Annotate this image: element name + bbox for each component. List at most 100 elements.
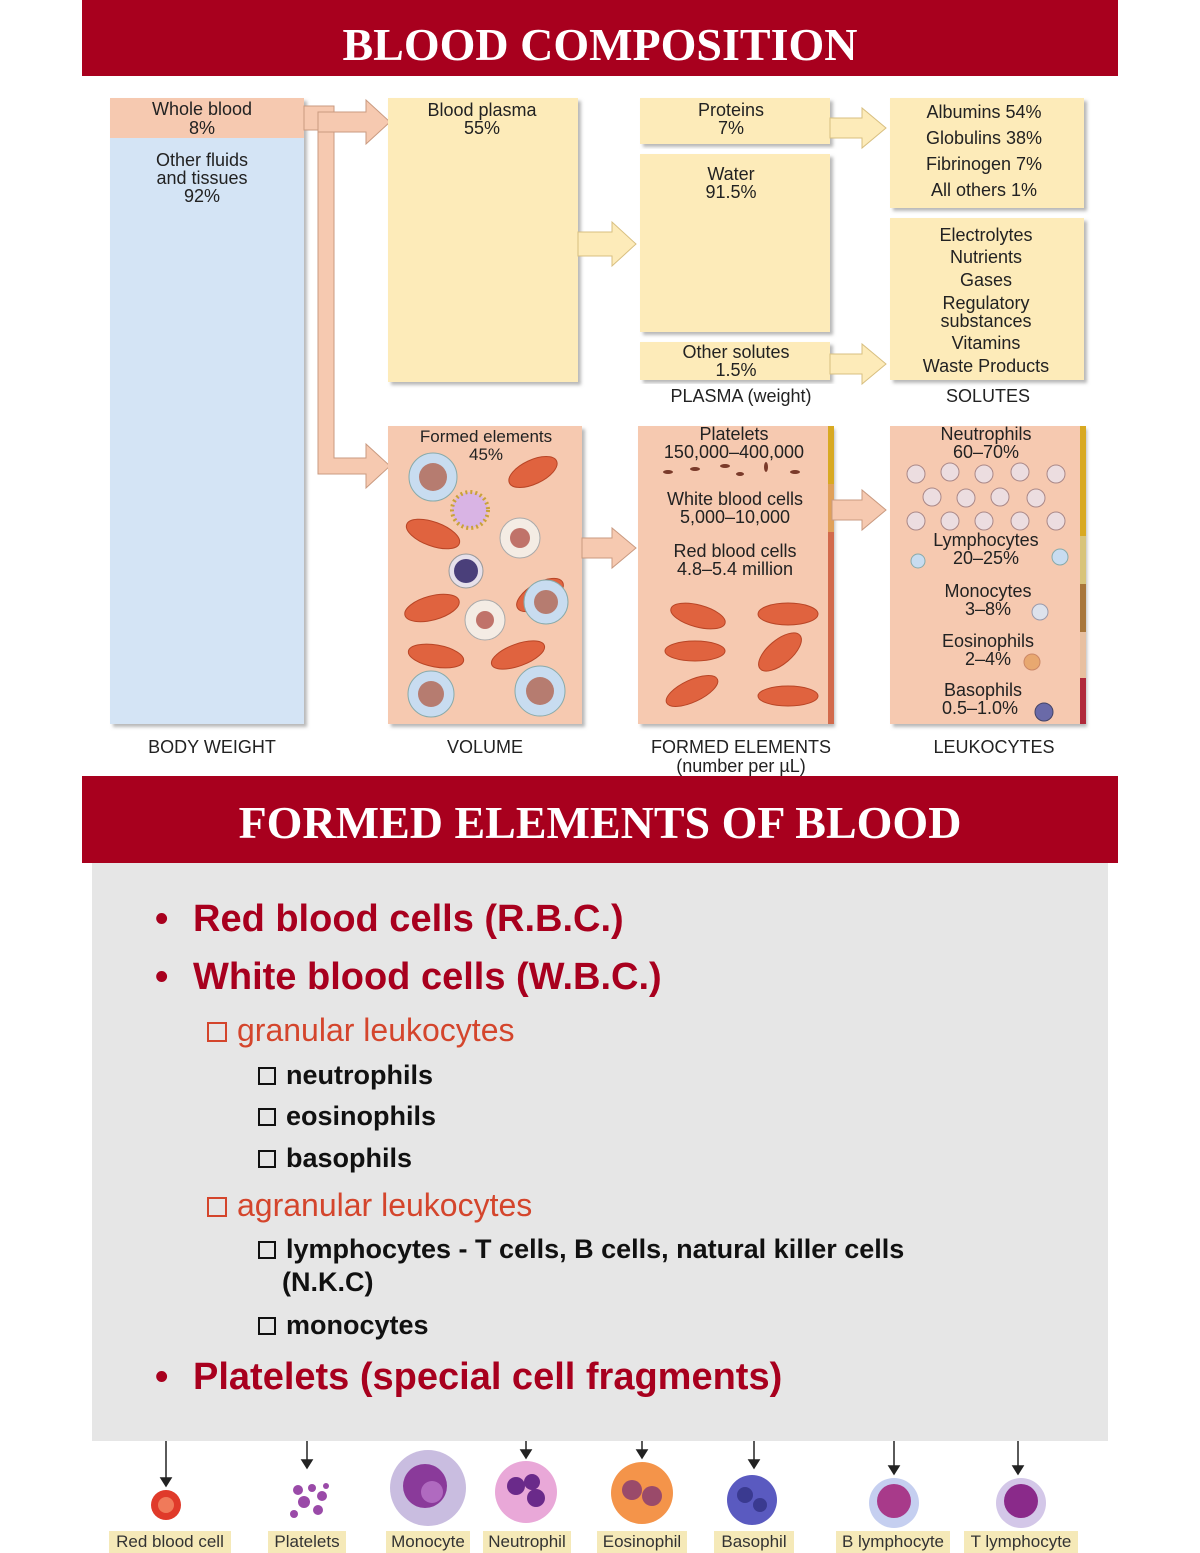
- platelets-label: Platelets: [699, 424, 768, 444]
- granular-text: granular leukocytes: [237, 1012, 515, 1048]
- list-item-wbc: •White blood cells (W.B.C.): [155, 956, 662, 999]
- eosinophil-icon: [611, 1462, 673, 1524]
- formed-elements-percent: 45%: [469, 445, 503, 464]
- list-item-eosinophils: eosinophils: [258, 1101, 436, 1132]
- basophils-label: Basophils: [944, 680, 1022, 700]
- title-formed-elements: FORMED ELEMENTS OF BLOOD: [82, 776, 1118, 863]
- regulatory-label: Regulatory: [942, 293, 1029, 313]
- all-others-label: All others 1%: [931, 180, 1037, 200]
- monocytes-percent: 3–8%: [965, 599, 1011, 619]
- lymphocytes-percent: 20–25%: [953, 548, 1019, 568]
- title-blood-composition: BLOOD COMPOSITION: [82, 0, 1118, 76]
- water-box: [640, 154, 830, 332]
- checkbox-icon: [258, 1150, 276, 1168]
- formed-counts-box: [638, 426, 832, 724]
- formed-elements-cells: [404, 452, 569, 718]
- wbc-count: 5,000–10,000: [680, 507, 790, 527]
- body-weight-box: [110, 98, 304, 724]
- waste-products-label: Waste Products: [923, 356, 1049, 376]
- blood-plasma-box: [388, 98, 578, 382]
- platelets-text: Platelets (special cell fragments): [193, 1356, 783, 1398]
- neutrophil-cells: [906, 462, 1066, 531]
- red-cells: [664, 602, 819, 707]
- label-basophil: Basophil: [714, 1531, 794, 1553]
- label-red-blood-cell: Red blood cell: [109, 1531, 231, 1553]
- other-fluids-label-2: and tissues: [156, 168, 247, 188]
- list-item-rbc: • Red blood cells (R.B.C.): [155, 898, 624, 941]
- other-fluids-label: Other fluids: [156, 150, 248, 170]
- formed-elements-list-panel: [92, 863, 1108, 1441]
- proteins-arrow: [829, 106, 887, 150]
- substances-label: substances: [940, 311, 1031, 331]
- checkbox-icon: [207, 1022, 227, 1042]
- checkbox-icon: [207, 1197, 227, 1217]
- plasma-arrow: [577, 220, 637, 268]
- vitamins-label: Vitamins: [952, 333, 1021, 353]
- neutrophils-label: Neutrophils: [940, 424, 1031, 444]
- rbc-count: 4.8–5.4 million: [677, 559, 793, 579]
- checkbox-icon: [258, 1317, 276, 1335]
- other-solutes-percent: 1.5%: [715, 360, 756, 380]
- volume-caption: VOLUME: [447, 737, 523, 757]
- checkbox-icon: [258, 1241, 276, 1259]
- eosinophils-label: Eosinophils: [942, 631, 1034, 651]
- albumins-label: Albumins 54%: [926, 102, 1041, 122]
- proteins-percent: 7%: [718, 118, 744, 138]
- wbc-text: White blood cells (W.B.C.): [193, 956, 662, 998]
- globulins-label: Globulins 38%: [926, 128, 1042, 148]
- split-arrows: [303, 98, 391, 490]
- formed-elements-label: Formed elements: [420, 427, 552, 446]
- fibrinogen-label: Fibrinogen 7%: [926, 154, 1042, 174]
- rbc-text: Red blood cells (R.B.C.): [193, 898, 624, 940]
- label-eosinophil: Eosinophil: [597, 1531, 687, 1553]
- t-lymphocyte-icon: [996, 1478, 1046, 1528]
- proteins-label: Proteins: [698, 100, 764, 120]
- neutrophils-text: neutrophils: [286, 1060, 433, 1090]
- body-weight-caption: BODY WEIGHT: [148, 737, 276, 757]
- lymphocytes-label: Lymphocytes: [933, 530, 1038, 550]
- platelets-count: 150,000–400,000: [664, 442, 804, 462]
- label-neutrophil: Neutrophil: [483, 1531, 571, 1553]
- monocytes-label: Monocytes: [944, 581, 1031, 601]
- checkbox-icon: [258, 1067, 276, 1085]
- whole-blood-percent: 8%: [189, 118, 215, 138]
- list-item-platelets: • Platelets (special cell fragments): [155, 1356, 782, 1399]
- bullet-icon: •: [155, 1356, 169, 1398]
- whole-blood-box: [110, 98, 304, 138]
- bullet-icon: •: [155, 898, 169, 940]
- b-lymphocyte-icon: [869, 1478, 919, 1528]
- solutes-box: [890, 218, 1084, 380]
- label-t-lymphocyte: T lymphocyte: [964, 1531, 1078, 1553]
- solutes-arrow: [829, 342, 887, 386]
- list-item-neutrophils: neutrophils: [258, 1060, 433, 1091]
- protein-types-box: [890, 98, 1084, 208]
- label-monocyte: Monocyte: [386, 1531, 470, 1553]
- blood-plasma-percent: 55%: [464, 118, 500, 138]
- list-item-basophils: basophils: [258, 1143, 412, 1174]
- platelet-fragments: [663, 462, 800, 476]
- label-platelets: Platelets: [268, 1531, 346, 1553]
- neutrophils-percent: 60–70%: [953, 442, 1019, 462]
- rbc-label: Red blood cells: [673, 541, 796, 561]
- nutrients-label: Nutrients: [950, 247, 1022, 267]
- checkbox-icon: [258, 1108, 276, 1126]
- basophil-icon: [727, 1475, 777, 1525]
- blood-plasma-label: Blood plasma: [427, 100, 537, 120]
- label-b-lymphocyte: B lymphocyte: [836, 1531, 950, 1553]
- leukocytes-caption: LEUKOCYTES: [933, 737, 1054, 757]
- other-solutes-box: [640, 342, 830, 380]
- platelets-icon: [290, 1483, 329, 1518]
- formed-unit-caption: (number per µL): [676, 756, 805, 776]
- eosinophils-text: eosinophils: [286, 1101, 437, 1131]
- lymphocytes-continuation: (N.K.C): [282, 1267, 374, 1297]
- blood-cell-types-strip: [151, 1441, 1046, 1528]
- other-solutes-label: Other solutes: [682, 342, 789, 362]
- wbc-label: White blood cells: [667, 489, 803, 509]
- blood-composition-diagram: Whole blood 8% Other fluids and tissues …: [110, 98, 1086, 776]
- water-percent: 91.5%: [705, 182, 756, 202]
- neutrophil-icon: [495, 1461, 557, 1523]
- basophils-percent: 0.5–1.0%: [942, 698, 1018, 718]
- water-label: Water: [707, 164, 754, 184]
- gases-label: Gases: [960, 270, 1012, 290]
- monocytes-text: monocytes: [286, 1310, 429, 1340]
